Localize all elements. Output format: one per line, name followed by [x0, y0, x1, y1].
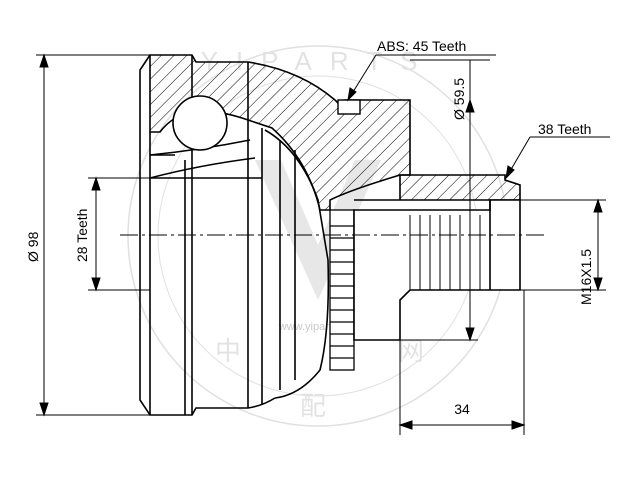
watermark-char-3: 网 [398, 336, 424, 366]
outer-teeth-label: 38 Teeth [538, 121, 591, 137]
watermark-logo-v [255, 160, 381, 300]
dim-diameter-98-arrow-bottom [39, 402, 49, 417]
stub-shaft-upper [354, 174, 521, 201]
abs-ring [329, 209, 355, 371]
dim-34-arrow-left [398, 420, 413, 430]
watermark-char-1: 中 [215, 336, 241, 366]
housing [139, 54, 411, 416]
stub-shaft [353, 174, 521, 341]
ball-bearing [172, 95, 228, 151]
dim-28-teeth-arrow-bottom [91, 277, 101, 292]
dim-diameter-98-arrow-top [39, 53, 49, 68]
teeth-38-leader-arrow [505, 165, 515, 180]
watermark-char-2: 配 [300, 391, 326, 421]
outer-diameter-label: Ø 98 [25, 231, 41, 262]
cage-curve-2 [149, 157, 256, 179]
housing-outline-left [139, 54, 276, 416]
dim-thread-arrow-top [593, 198, 603, 213]
inner-teeth-label: 28 Teeth [74, 209, 90, 262]
seal-diameter-label: Ø 59.5 [451, 78, 467, 120]
dim-diameter-59-arrow-bottom [465, 327, 475, 342]
length-label: 34 [454, 401, 470, 417]
abs-leader-arrow [347, 87, 357, 102]
abs-key [337, 99, 361, 115]
dim-34-arrow-right [511, 420, 526, 430]
dim-thread-arrow-bottom [593, 277, 603, 292]
abs-teeth-label: ABS: 45 Teeth [377, 38, 466, 54]
dim-diameter-59-arrow-top [465, 98, 475, 113]
thread-label: M16X1.5 [578, 249, 594, 305]
dimension-lines [36, 53, 610, 435]
stub-shaft-lower [353, 199, 521, 341]
abs-ring-body [329, 209, 355, 371]
watermark: www.yiparts.com YIPARTS 中 配 网 [127, 45, 509, 427]
abs-ring-teeth [330, 225, 354, 359]
dim-28-teeth-arrow-top [91, 176, 101, 191]
